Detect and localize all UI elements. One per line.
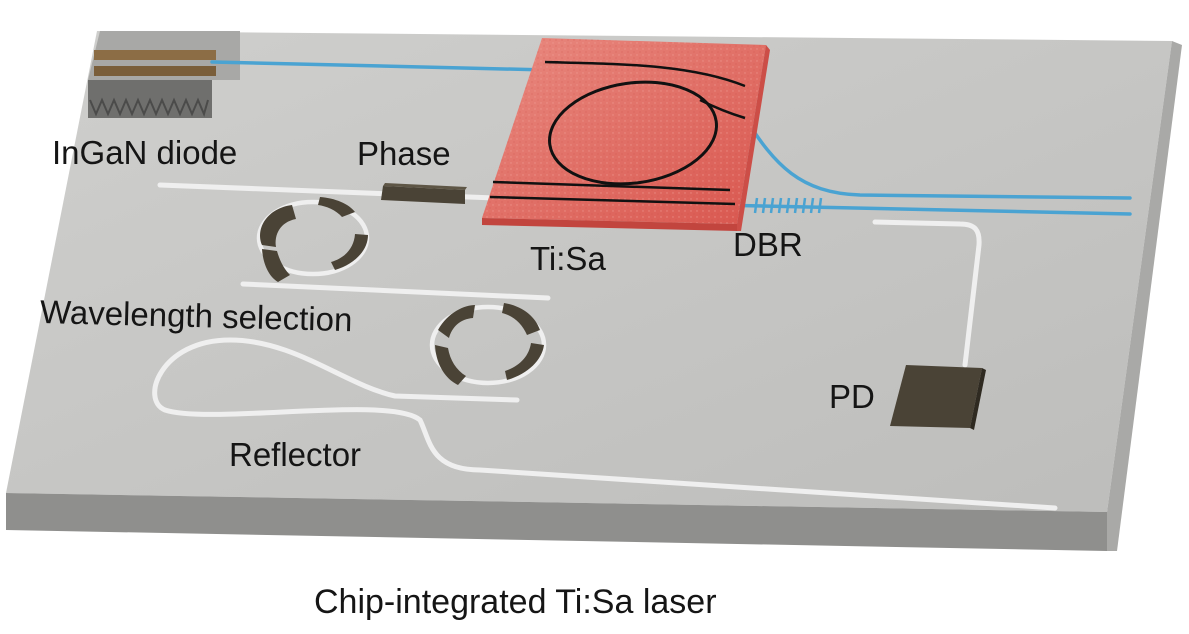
crystal-waveguide-low (489, 195, 736, 206)
label-wavelength-selection: Wavelength selection (39, 293, 353, 339)
chip-top-face (6, 31, 1172, 512)
phase-shifter (381, 186, 465, 204)
pd-waveguide (872, 219, 982, 368)
tisa-crystal (482, 38, 770, 231)
ring-resonator-1 (256, 197, 370, 282)
ingan-diode (88, 31, 240, 118)
ring-resonator-2 (429, 303, 547, 386)
input-waveguide (210, 60, 550, 72)
label-phase: Phase (357, 135, 451, 172)
reflector-loop (152, 337, 1058, 511)
chip-side-face (1107, 41, 1182, 551)
chip-substrate (6, 31, 1182, 551)
label-pd: PD (829, 378, 875, 415)
label-ingan-diode: InGaN diode (52, 134, 238, 171)
dbr-grating (753, 197, 823, 214)
figure-caption: Chip-integrated Ti:Sa laser (314, 583, 717, 621)
through-waveguide (713, 203, 1132, 216)
label-reflector: Reflector (229, 436, 362, 473)
crystal-waveguide-mid (492, 180, 731, 192)
chip-front-face (6, 493, 1107, 551)
label-dbr: DBR (733, 226, 803, 263)
blue-waveguides (210, 60, 1132, 216)
ring-cavity (548, 80, 718, 186)
bus-waveguide-middle (240, 281, 551, 301)
drop-waveguide (743, 116, 1132, 200)
label-tisa: Ti:Sa (530, 240, 606, 277)
crystal-waveguide-top (544, 60, 746, 88)
photodetector (890, 365, 986, 430)
